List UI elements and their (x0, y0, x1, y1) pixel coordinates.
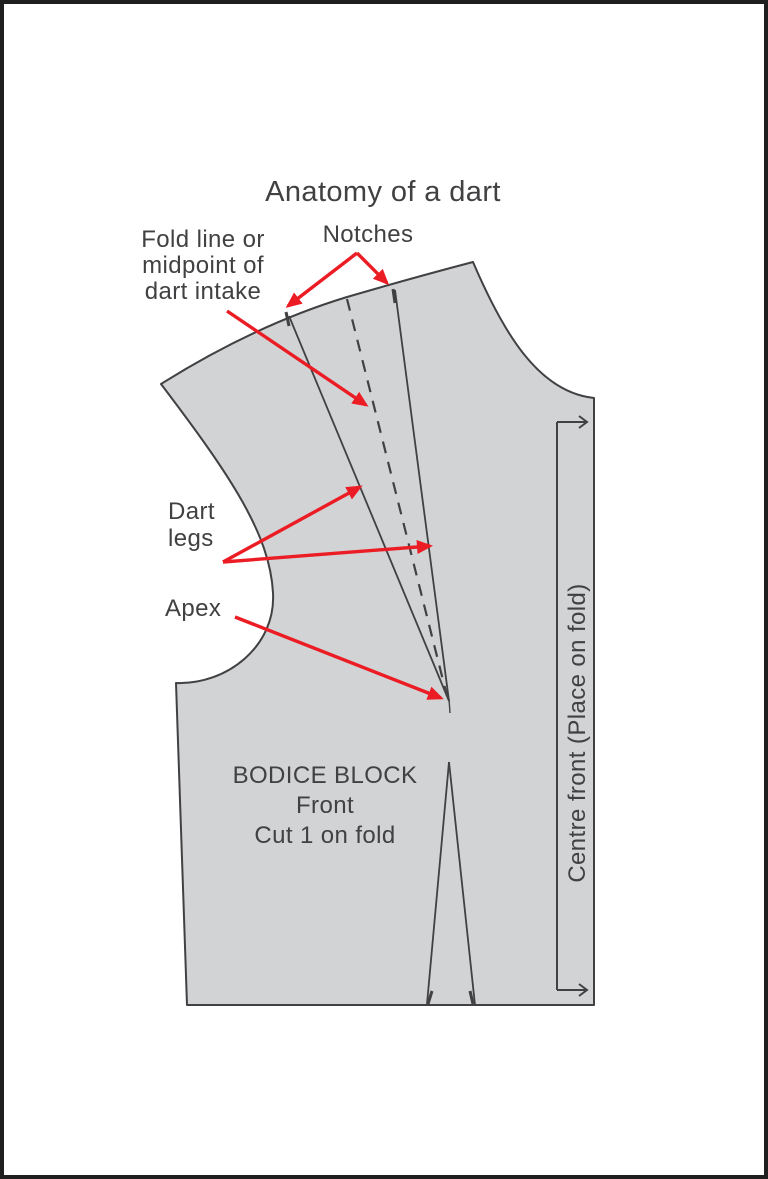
shoulder-dart-fold-line (345, 298, 449, 697)
waist-dart-left-leg (426, 761, 450, 1005)
pattern-name-label: BODICE BLOCK Front Cut 1 on fold (233, 761, 418, 851)
fold-line-label-line3: dart intake (144, 278, 262, 305)
apex-label: Apex (165, 595, 222, 622)
arrow-dart-leg-lower-icon (222, 540, 433, 564)
apex-point-mark (448, 698, 451, 714)
shoulder-notch-left (284, 311, 291, 327)
shoulder-dart-left-leg (288, 315, 450, 702)
pattern-name-line3: Cut 1 on fold (254, 822, 396, 849)
annotation-arrows (222, 251, 444, 700)
dart-legs-label: Dart legs (168, 498, 215, 552)
dart-legs-label-line2: legs (168, 525, 214, 552)
fold-line-label-line2: midpoint of (142, 252, 264, 279)
notches-label: Notches (322, 221, 414, 248)
arrow-fold-line-icon (226, 309, 369, 407)
dart-legs-label-line1: Dart (168, 498, 215, 525)
fold-line-label-line1: Fold line or (141, 226, 265, 253)
bodice-pattern-shape (160, 261, 595, 1006)
waist-dart-right-leg (448, 761, 476, 1006)
pattern-name-line2: Front (295, 792, 355, 819)
waist-notch-right (468, 990, 475, 1005)
diagram-title: Anatomy of a dart (265, 176, 501, 208)
arrow-notches-right-icon (355, 251, 390, 286)
arrow-dart-leg-upper-icon (222, 485, 363, 564)
arrow-notches-left-icon (285, 251, 359, 308)
waist-notch-left (426, 990, 434, 1005)
shoulder-notch-right (391, 288, 397, 304)
shoulder-dart-right-leg (394, 289, 450, 702)
arrow-apex-icon (234, 615, 444, 700)
centre-front-label: Centre front (Place on fold) (564, 583, 591, 883)
pattern-name-line1: BODICE BLOCK (232, 762, 418, 789)
fold-line-label: Fold line or midpoint of dart intake (141, 227, 265, 305)
